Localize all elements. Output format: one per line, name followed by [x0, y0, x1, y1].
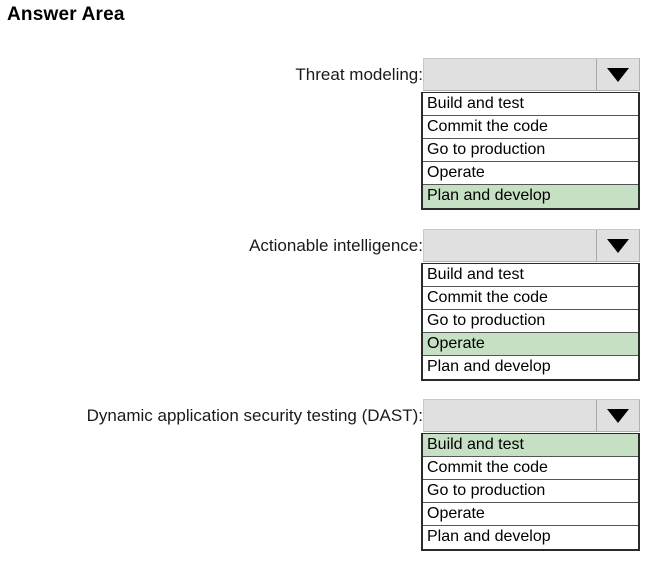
dropdown-option-list-dast[interactable]: Build and test Commit the code Go to pro…: [421, 433, 640, 551]
dropdown-option[interactable]: Operate: [423, 503, 638, 526]
dropdown-option[interactable]: Commit the code: [423, 287, 638, 310]
answer-row-label: Dynamic application security testing (DA…: [86, 406, 423, 425]
dropdown-option[interactable]: Build and test: [423, 93, 638, 116]
dropdown-option-selected[interactable]: Build and test: [423, 434, 638, 457]
dropdown-actionable-intelligence[interactable]: [423, 229, 640, 262]
chevron-down-icon: [607, 408, 629, 423]
dropdown-toggle-button[interactable]: [596, 230, 639, 261]
dropdown-toggle-button[interactable]: [596, 400, 639, 431]
page-title: Answer Area: [7, 4, 125, 25]
dropdown-option[interactable]: Plan and develop: [423, 356, 638, 379]
dropdown-option[interactable]: Go to production: [423, 310, 638, 333]
chevron-down-icon: [607, 238, 629, 253]
dropdown-selected-value: [424, 400, 596, 431]
dropdown-option[interactable]: Operate: [423, 162, 638, 185]
dropdown-option-selected[interactable]: Plan and develop: [423, 185, 638, 208]
dropdown-option-selected[interactable]: Operate: [423, 333, 638, 356]
dropdown-toggle-button[interactable]: [596, 59, 639, 90]
answer-row-label: Actionable intelligence:: [249, 236, 423, 255]
dropdown-option[interactable]: Commit the code: [423, 457, 638, 480]
dropdown-dast[interactable]: [423, 399, 640, 432]
dropdown-threat-modeling[interactable]: [423, 58, 640, 91]
dropdown-selected-value: [424, 59, 596, 90]
dropdown-option[interactable]: Go to production: [423, 480, 638, 503]
dropdown-option[interactable]: Build and test: [423, 264, 638, 287]
dropdown-selected-value: [424, 230, 596, 261]
dropdown-option[interactable]: Plan and develop: [423, 526, 638, 549]
dropdown-option[interactable]: Go to production: [423, 139, 638, 162]
dropdown-option-list-threat-modeling[interactable]: Build and test Commit the code Go to pro…: [421, 92, 640, 210]
answer-row-label: Threat modeling:: [295, 65, 423, 84]
chevron-down-icon: [607, 67, 629, 82]
dropdown-option-list-actionable-intelligence[interactable]: Build and test Commit the code Go to pro…: [421, 263, 640, 381]
dropdown-option[interactable]: Commit the code: [423, 116, 638, 139]
